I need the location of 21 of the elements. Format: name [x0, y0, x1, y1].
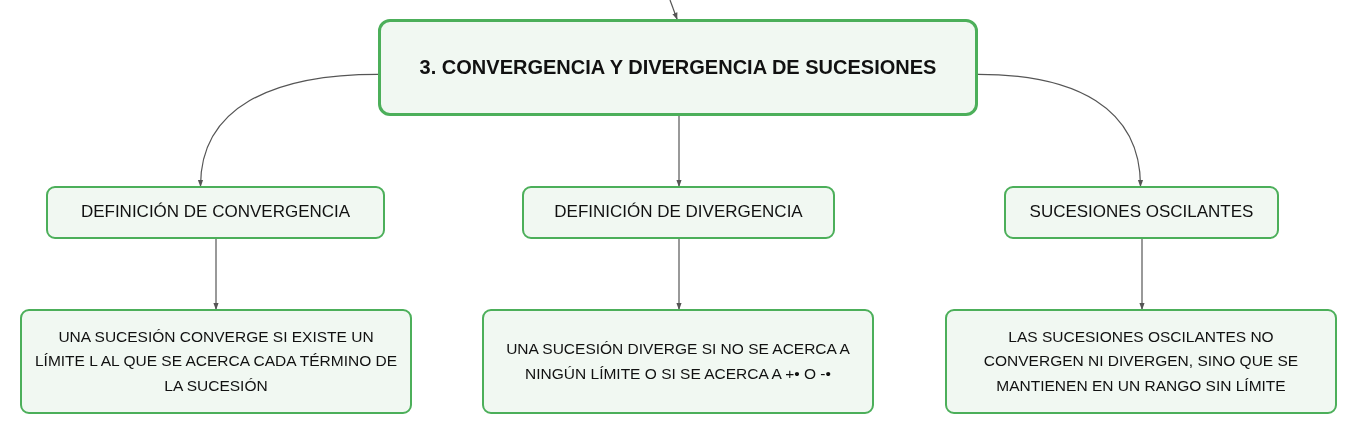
- description-text: LAS SUCESIONES OSCILANTES NO CONVERGEN NI DIVERGEN, SINO QUE SE MANTIENEN EN UN RANGO SIN LÍMITE: [982, 327, 1300, 396]
- connector-arrow: [198, 73, 379, 187]
- connector-arrow: [669, 0, 678, 20]
- subtopic-box: [1004, 186, 1279, 239]
- connector-arrow: [977, 73, 1143, 187]
- topic-title: 3. CONVERGENCIA Y DIVERGENCIA DE SUCESIONES: [419, 55, 937, 80]
- subtopic-label: DEFINICIÓN DE DIVERGENCIA: [554, 201, 803, 224]
- subtopic-label: SUCESIONES OSCILANTES: [1029, 201, 1254, 224]
- subtopic-box: [522, 186, 835, 239]
- description-text: UNA SUCESIÓN CONVERGE SI EXISTE UN LÍMITE L AL QUE SE ACERCA CADA TÉRMINO DE LA SUCESIÓN: [34, 327, 398, 396]
- connector-arrow: [1139, 238, 1145, 310]
- connector-arrow: [676, 115, 682, 187]
- connector-arrow: [676, 238, 682, 310]
- description-text: UNA SUCESIÓN DIVERGE SI NO SE ACERCA A NINGÚN LÍMITE O SI SE ACERCA A +• O -•: [505, 339, 851, 384]
- description-box: [20, 309, 412, 414]
- subtopic-box: [46, 186, 385, 239]
- description-box: [945, 309, 1337, 414]
- description-box: [482, 309, 874, 414]
- subtopic-label: DEFINICIÓN DE CONVERGENCIA: [80, 201, 351, 224]
- connector-arrow: [213, 238, 219, 310]
- topic-box: [378, 19, 978, 116]
